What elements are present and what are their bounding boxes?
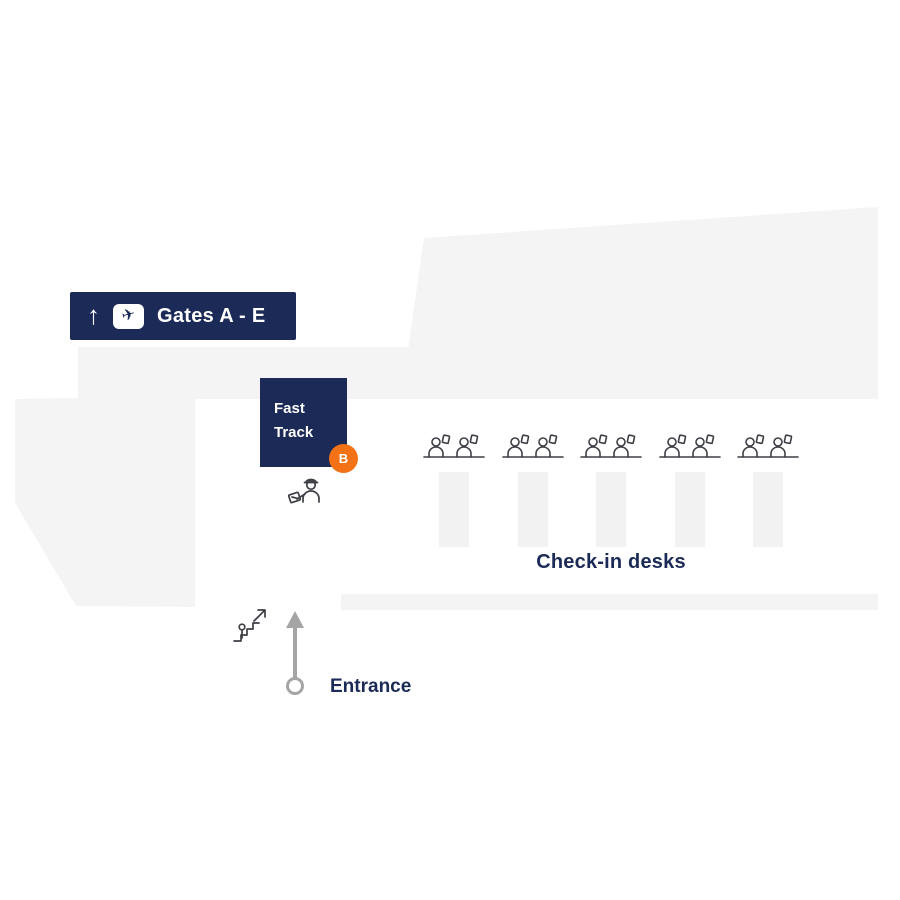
- checkin-desk-group: [501, 432, 565, 547]
- gates-direction-sign: ↑ ✈ Gates A - E: [70, 292, 296, 340]
- checkin-desks-row: [422, 432, 800, 547]
- checkin-desk-group: [736, 432, 800, 547]
- checkin-desk-queue: [674, 472, 705, 547]
- checkin-desk-queue: [753, 472, 783, 547]
- checkin-desk-agents-icon: [580, 434, 642, 458]
- fast-track-badge-label: B: [338, 451, 349, 466]
- checkin-desks-label: Check-in desks: [536, 551, 686, 573]
- checkin-desk-agents-icon: [423, 434, 485, 458]
- up-arrow-icon: ↑: [87, 300, 100, 330]
- checkin-desk-agents-icon: [737, 434, 799, 458]
- floor-shape-fast-track-band: [78, 347, 424, 399]
- checkin-desk-queue: [596, 472, 626, 547]
- entrance-marker: [284, 611, 306, 696]
- entrance-arrow-icon: [286, 611, 304, 628]
- entrance-arrow-stem: [293, 626, 297, 678]
- checkin-desk-group: [422, 432, 486, 547]
- escalator-icon: [233, 609, 266, 642]
- checkin-desk-group: [579, 432, 643, 547]
- gates-sign-label: Gates A - E: [157, 304, 266, 327]
- departures-plane-icon: ✈: [113, 303, 144, 329]
- checkin-desk-agents-icon: [658, 434, 721, 458]
- entrance-label: Entrance: [330, 676, 412, 697]
- checkin-desk-group: [658, 432, 722, 547]
- checkin-desk-queue: [517, 472, 548, 547]
- floor-shape-left-wing: [15, 396, 195, 607]
- checkin-desk-agents-icon: [501, 434, 564, 458]
- floor-shape-departures-hall: [401, 207, 878, 399]
- fast-track-label-line2: Track: [274, 424, 314, 441]
- checkin-desk-queue: [439, 472, 469, 547]
- security-officer-icon: [287, 478, 320, 504]
- fast-track-label-line1: Fast: [274, 400, 305, 417]
- entrance-point-circle: [286, 677, 304, 695]
- fast-track-badge: B: [329, 444, 358, 473]
- floor-shape-concourse-strip: [341, 594, 878, 610]
